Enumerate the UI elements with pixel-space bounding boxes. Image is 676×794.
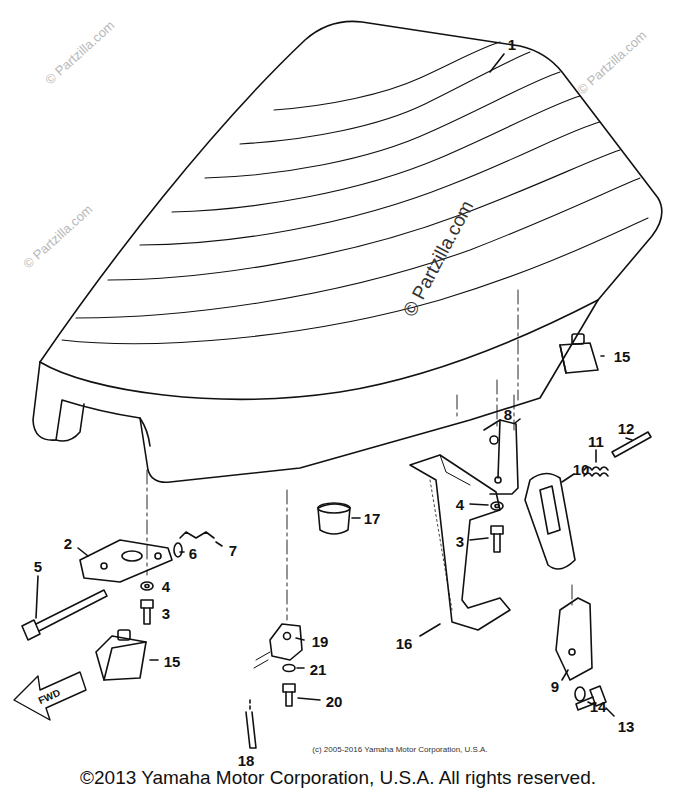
watermark: © Partzilla.com (575, 28, 649, 96)
callout-number: 6 (189, 546, 197, 561)
callout-number: 9 (551, 679, 559, 694)
callout-number: 16 (396, 636, 413, 651)
seat-strap (410, 455, 510, 636)
callout-number: 5 (34, 559, 42, 574)
callout-number: 10 (573, 462, 590, 477)
washer (141, 582, 153, 590)
pin (246, 652, 270, 748)
callout-number: 4 (162, 579, 170, 594)
nut-block (96, 630, 158, 680)
callout-number: 15 (164, 654, 181, 669)
callout-number: 2 (64, 536, 72, 551)
callout-number: 4 (456, 497, 464, 512)
seat-outline (40, 21, 662, 362)
washer (174, 543, 184, 557)
bolt (22, 576, 107, 640)
assembly-lines (147, 290, 572, 620)
direction-arrow (14, 672, 86, 720)
bolt (576, 686, 614, 716)
callout-number: 11 (588, 434, 604, 449)
bracket (556, 598, 592, 680)
callout-number: 3 (162, 606, 170, 621)
seat-outline (40, 300, 598, 399)
callout-number: 14 (590, 699, 607, 714)
clip (180, 532, 222, 546)
washer (283, 665, 304, 672)
callout-number: 13 (618, 719, 635, 734)
seat-outline (140, 418, 150, 446)
watermark: © Partzilla.com (43, 18, 117, 86)
watermark: © Partzilla.com (21, 202, 95, 270)
copyright-notice: ©2013 Yamaha Motor Corporation, U.S.A. A… (80, 768, 596, 787)
bolt (470, 526, 503, 552)
pin (612, 432, 651, 457)
bracket (270, 624, 304, 660)
callout-number: 15 (614, 349, 631, 364)
bracket-plate (78, 540, 172, 582)
screw (283, 684, 320, 706)
callout-number: 17 (364, 511, 381, 526)
seat-latch (525, 473, 575, 569)
callout-number: 21 (310, 662, 327, 677)
seat-pleats (62, 42, 648, 344)
callout-number: 18 (238, 753, 255, 768)
copyright-notice: (c) 2005-2016 Yamaha Motor Corporation, … (312, 746, 487, 754)
callout-number: 19 (312, 634, 329, 649)
washer (470, 502, 503, 510)
seat-outline (56, 404, 84, 441)
nut-block (560, 334, 604, 373)
callout-number: 3 (456, 534, 464, 549)
rubber-damper (318, 503, 360, 534)
callout-number: 12 (618, 421, 635, 436)
callout-number: 20 (326, 694, 343, 709)
callout-number: 7 (229, 543, 237, 558)
bolt (141, 600, 153, 624)
callout-number: 1 (508, 37, 516, 52)
callout-number: 8 (504, 407, 512, 422)
bracket (484, 419, 520, 494)
